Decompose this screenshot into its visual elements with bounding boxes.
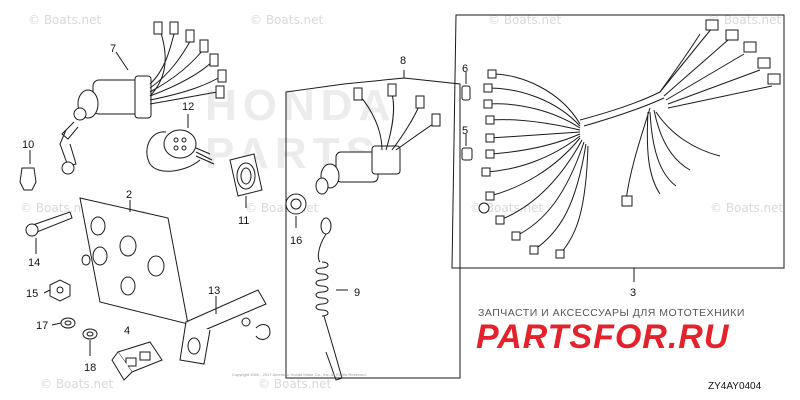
part-3-wire-harness bbox=[478, 19, 781, 255]
part-8-switch bbox=[285, 83, 441, 228]
watermark-text: © Boats.net bbox=[488, 13, 562, 27]
callout-leaders bbox=[43, 289, 62, 326]
callout-14: 14 bbox=[28, 257, 40, 269]
callout-12: 12 bbox=[182, 101, 194, 113]
callout-9: 9 bbox=[354, 287, 360, 299]
watermark-text: © Boats.net bbox=[245, 201, 319, 215]
callout-5: 5 bbox=[462, 125, 468, 137]
harness-terminals bbox=[481, 69, 565, 259]
part-13-bracket bbox=[179, 289, 271, 365]
part-5-cap bbox=[461, 134, 473, 161]
part-14-screw bbox=[25, 211, 73, 254]
callout-16: 16 bbox=[290, 235, 302, 247]
boats-net-watermarks: © Boats.net © Boats.net © Boats.net © Bo… bbox=[20, 13, 784, 391]
callout-4: 4 bbox=[124, 325, 130, 337]
callout-7: 7 bbox=[110, 43, 116, 55]
part-7-main-switch bbox=[59, 21, 227, 175]
callout-labels: 1 2 3 4 5 6 7 8 9 10 11 12 13 14 15 16 1… bbox=[22, 43, 636, 374]
part-8-frame bbox=[285, 70, 461, 379]
callout-2: 2 bbox=[126, 189, 132, 201]
callout-3: 3 bbox=[630, 287, 636, 299]
watermark-text: © Boats.net bbox=[40, 377, 114, 391]
callout-10: 10 bbox=[22, 139, 34, 151]
callout-8: 8 bbox=[400, 55, 406, 67]
part-6-terminal bbox=[461, 72, 471, 101]
copyright-notice: Copyright 2000 - 2017 American Honda Mot… bbox=[232, 372, 367, 377]
callout-6: 6 bbox=[462, 63, 468, 75]
watermark-text: © Boats.net bbox=[710, 201, 784, 215]
watermark-text: © Boats.net bbox=[708, 13, 782, 27]
part-9-lanyard bbox=[315, 217, 348, 381]
part-12-buzzer bbox=[146, 114, 215, 172]
part-17-washer bbox=[60, 317, 76, 329]
part-2-panel-plate bbox=[79, 197, 189, 325]
callout-18: 18 bbox=[84, 362, 96, 374]
part-15-nut bbox=[49, 279, 71, 302]
callout-15: 15 bbox=[26, 288, 38, 300]
part-10-clip bbox=[19, 150, 37, 191]
watermark-text: © Boats.net bbox=[258, 377, 332, 391]
shop-banner-subtitle: ЗАПЧАСТИ И АКСЕССУАРЫ ДЛЯ МОТОТЕХНИКИ bbox=[478, 307, 745, 319]
watermark-text: © Boats.net bbox=[20, 201, 94, 215]
watermark-text: © Boats.net bbox=[28, 13, 102, 27]
callout-1: 1 bbox=[525, 336, 531, 348]
shop-banner-logo[interactable]: PARTSFOR.RU bbox=[476, 318, 730, 356]
part-3-frame bbox=[451, 14, 785, 282]
part-11-grommet bbox=[229, 153, 263, 208]
diagram-code: ZY4AY0404 bbox=[708, 381, 762, 392]
part-18-washer bbox=[82, 328, 98, 356]
callout-11: 11 bbox=[238, 215, 249, 227]
watermark-text: © Boats.net bbox=[470, 201, 544, 215]
callout-17: 17 bbox=[36, 320, 48, 332]
watermark-text: © Boats.net bbox=[250, 13, 324, 27]
callout-13: 13 bbox=[208, 285, 220, 297]
part-4-connector bbox=[111, 341, 163, 381]
